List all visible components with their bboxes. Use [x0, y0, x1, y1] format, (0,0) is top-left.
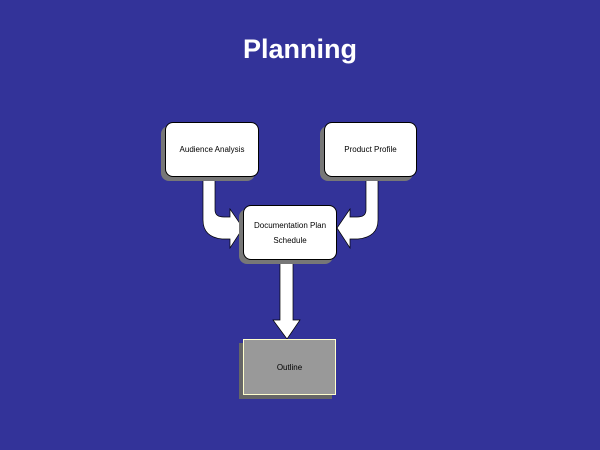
node-product-profile: Product Profile — [324, 122, 417, 177]
node-audience-label: Audience Analysis — [179, 145, 245, 154]
arrow-doc-to-outline — [272, 259, 301, 340]
node-outline: Outline — [243, 339, 336, 395]
node-product-label: Product Profile — [344, 145, 397, 154]
node-audience-analysis: Audience Analysis — [165, 122, 259, 177]
node-outline-label: Outline — [276, 362, 303, 372]
node-doc-label-line1: Documentation Plan — [253, 220, 327, 230]
slide-title: Planning — [243, 34, 357, 64]
arrow-audience-to-doc — [202, 175, 244, 250]
arrow-product-to-doc — [336, 175, 379, 250]
node-documentation-plan: Documentation Plan Schedule — [243, 205, 337, 260]
node-doc-label-line2: Schedule — [273, 235, 307, 245]
